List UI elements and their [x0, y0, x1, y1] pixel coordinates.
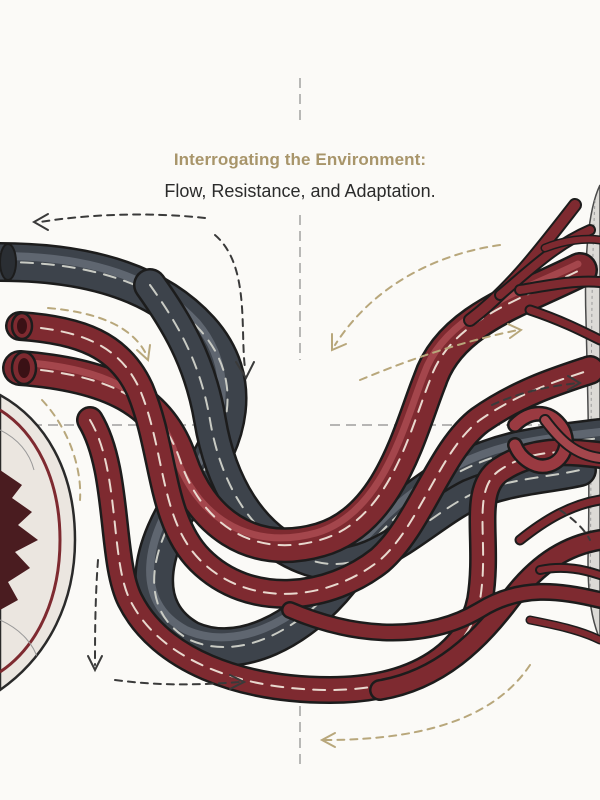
flow-arrows [31, 213, 591, 748]
dashed-flow-arrow [319, 664, 531, 748]
vessel-knot [507, 405, 600, 475]
artery-network [2, 198, 600, 705]
dashed-flow-arrow [47, 307, 151, 363]
artery-branches-upper-right [463, 198, 600, 346]
artery-lower-right [281, 529, 600, 701]
caption-title: Interrogating the Environment: [173, 150, 427, 169]
artery-upper [5, 311, 600, 609]
dashed-flow-arrow [491, 375, 582, 406]
heart-illustration [0, 393, 77, 692]
dashed-flow-arrow [214, 234, 255, 381]
vein-opening [0, 243, 17, 281]
heart-chamber-detail [0, 470, 38, 610]
dashed-flow-arrow [87, 559, 103, 673]
dashed-flow-arrow [41, 399, 82, 501]
caption-subtitle: Flow, Resistance, and Adaptation. [164, 181, 436, 201]
dashed-flow-arrow [559, 509, 591, 541]
dashed-flow-arrow [31, 213, 206, 231]
artery-branches-lower-right [514, 494, 600, 645]
dashed-flow-arrow [359, 323, 523, 381]
artery-openings [10, 311, 38, 386]
dashed-flow-arrow [114, 674, 247, 690]
dashed-flow-arrow [331, 244, 501, 352]
